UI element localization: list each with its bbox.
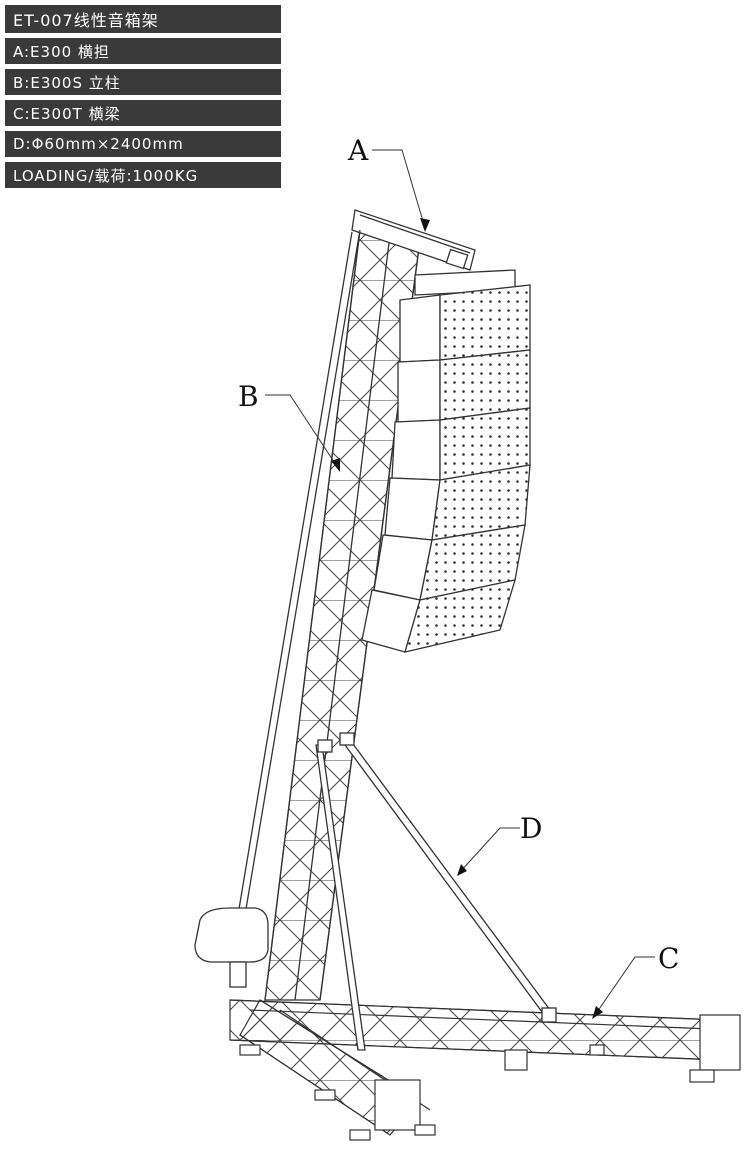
base-truss-front: [239, 999, 436, 1141]
spec-item-a: A:E300 横担: [5, 38, 281, 64]
support-strut-d: [315, 732, 557, 1051]
spec-item-c: C:E300T 横梁: [5, 100, 281, 126]
callout-label-b: B: [238, 380, 259, 413]
callout-label-d: D: [520, 812, 542, 845]
line-array-speakers: [361, 269, 531, 653]
chain-hoist: [194, 907, 269, 988]
callout-arrowheads: [331, 218, 603, 1019]
callout-label-c: C: [658, 942, 679, 975]
product-title: ET-007线性音箱架: [5, 5, 281, 33]
spec-item-d: D:Φ60mm×2400mm: [5, 131, 281, 157]
callout-leaders: [265, 149, 655, 1016]
header-bar-a: [351, 209, 476, 271]
spec-item-loading: LOADING/载荷:1000KG: [5, 162, 281, 188]
spec-item-b: B:E300S 立柱: [5, 69, 281, 95]
tension-cable: [237, 229, 361, 916]
spec-list: ET-007线性音箱架 A:E300 横担 B:E300S 立柱 C:E300T…: [5, 5, 281, 193]
callout-label-a: A: [347, 134, 369, 167]
